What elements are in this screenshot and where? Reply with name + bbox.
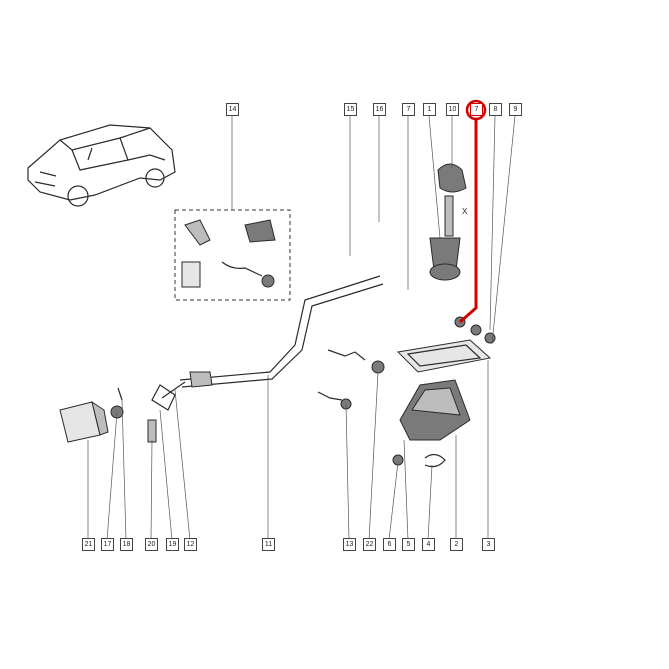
gear-housing xyxy=(396,339,492,441)
callout-18: 18 xyxy=(120,538,133,551)
callout-15: 15 xyxy=(344,103,357,116)
callout-4: 4 xyxy=(422,538,435,551)
retainers xyxy=(392,453,446,468)
callout-21: 21 xyxy=(82,538,95,551)
callout-7-left: 7 xyxy=(402,103,415,116)
shift-rod xyxy=(161,275,384,399)
leader-lines xyxy=(87,115,516,541)
axis-marker: X xyxy=(462,207,468,216)
callout-16: 16 xyxy=(373,103,386,116)
springs xyxy=(317,349,385,410)
callout-7-highlighted: 7 xyxy=(470,103,483,116)
callout-8: 8 xyxy=(489,103,502,116)
callout-6: 6 xyxy=(383,538,396,551)
callout-3: 3 xyxy=(482,538,495,551)
callout-2: 2 xyxy=(450,538,463,551)
callout-10: 10 xyxy=(446,103,459,116)
highlight-leader xyxy=(459,118,478,324)
highlight-ring xyxy=(465,99,487,121)
callout-12: 12 xyxy=(184,538,197,551)
repair-kit-box xyxy=(174,209,291,301)
callout-19: 19 xyxy=(166,538,179,551)
callout-5: 5 xyxy=(402,538,415,551)
callout-17: 17 xyxy=(101,538,114,551)
callout-1: 1 xyxy=(423,103,436,116)
car-icon xyxy=(27,124,176,207)
connector-block xyxy=(59,400,109,443)
callout-11: 11 xyxy=(262,538,275,551)
linkage-parts xyxy=(110,384,176,443)
callout-13: 13 xyxy=(343,538,356,551)
callout-9: 9 xyxy=(509,103,522,116)
callout-22: 22 xyxy=(363,538,376,551)
callout-20: 20 xyxy=(145,538,158,551)
callout-14: 14 xyxy=(226,103,239,116)
gear-lever xyxy=(429,163,467,281)
